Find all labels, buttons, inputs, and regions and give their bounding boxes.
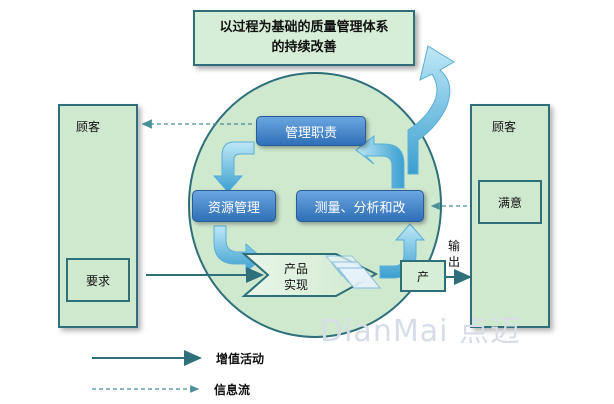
requirement-box: 要求: [66, 258, 130, 302]
product-box: 产: [400, 260, 446, 292]
product-realization-label: 产品 实现: [284, 261, 308, 293]
satisfaction-box: 满意: [478, 180, 542, 224]
output-label: 输 出: [448, 238, 460, 270]
title-line-2: 的持续改善: [271, 40, 337, 55]
left-customer-label: 顾客: [76, 120, 101, 134]
cycle-arrow-right-icon: [355, 134, 405, 189]
right-customer-label: 顾客: [492, 120, 517, 134]
cycle-arrow-left-icon: [212, 141, 255, 193]
resource-management-box: 资源管理: [192, 190, 276, 222]
watermark-text: DianMai 点迈: [320, 314, 521, 349]
info-flow-arrowhead-left-icon: [141, 119, 153, 129]
left-customer-panel: 顾客 要求: [58, 104, 138, 328]
document-stack-icon: [324, 255, 382, 289]
legend-value-activity-label: 增值活动: [216, 352, 265, 366]
title-box: 以过程为基础的质量管理体系 的持续改善: [193, 10, 415, 66]
measurement-analysis-box: 测量、分析和改: [296, 190, 424, 222]
management-responsibility-box: 管理职责: [256, 116, 366, 146]
right-customer-panel: 顾客 满意: [470, 104, 550, 328]
title-line-1: 以过程为基础的质量管理体系: [219, 20, 389, 35]
improvement-arrow-icon: [407, 45, 455, 175]
product-realization-line-2: 实现: [284, 278, 309, 292]
legend-info-flow-label: 信息流: [214, 383, 251, 397]
output-char-1: 输: [448, 239, 461, 253]
product-realization-line-1: 产品: [284, 262, 309, 276]
output-char-2: 出: [448, 255, 461, 269]
